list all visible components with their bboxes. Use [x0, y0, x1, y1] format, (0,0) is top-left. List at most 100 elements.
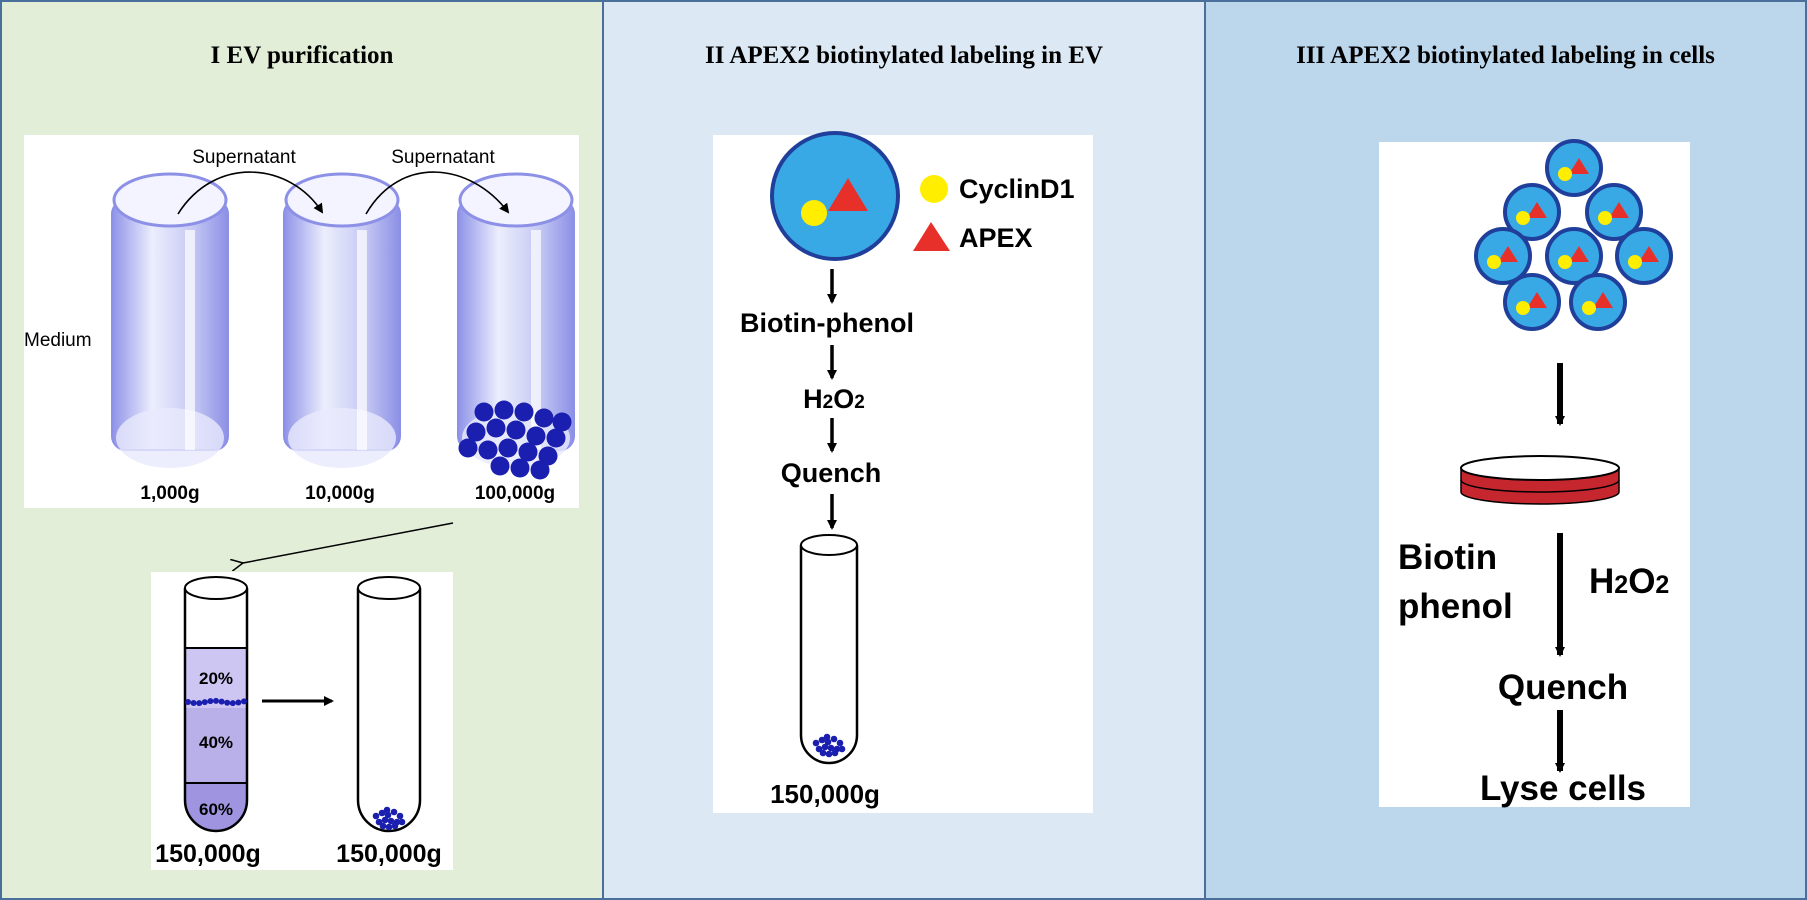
vesicle [494, 400, 514, 420]
cell [1615, 227, 1673, 285]
vesicle-band [185, 697, 247, 707]
vesicle [385, 823, 393, 831]
cell-cluster [1474, 139, 1673, 331]
vesicle [387, 817, 395, 825]
vesicle [506, 420, 526, 440]
gradient-spin-label-1: 150,000g [155, 840, 261, 868]
step-biotin-phenol: Biotin-phenol [740, 308, 914, 338]
cyclin-marker [1516, 211, 1530, 225]
apex-marker [1498, 246, 1518, 262]
cell [1569, 273, 1627, 331]
cell [1585, 183, 1643, 241]
vesicle [510, 458, 530, 478]
cyclin-legend-icon [920, 175, 948, 203]
vesicle [819, 749, 827, 757]
transfer-arrow-1 [177, 171, 324, 215]
layer-label-40: 40% [199, 733, 233, 752]
cyclin-marker [1582, 301, 1596, 315]
vesicle [534, 408, 554, 428]
cyclin-marker [1598, 211, 1612, 225]
ev-labeling-box [713, 135, 1093, 813]
vesicle [478, 440, 498, 460]
layer-label-60: 60% [199, 800, 233, 819]
vesicle [396, 812, 404, 820]
centrifuge-tube-1 [111, 172, 229, 468]
vesicle [530, 460, 550, 480]
vesicle [538, 446, 558, 466]
vesicle [458, 438, 478, 458]
transfer-arrow-2 [365, 171, 510, 215]
vesicle [466, 422, 486, 442]
spin-label-1: 1,000g [140, 483, 199, 504]
cyclin-marker [1628, 255, 1642, 269]
vesicle [379, 822, 387, 830]
vesicle [836, 739, 844, 747]
vesicle [827, 744, 835, 752]
cyclin-marker [1558, 255, 1572, 269]
culture-dish [1460, 455, 1620, 505]
vesicle [383, 806, 391, 814]
vesicle [398, 818, 406, 826]
vesicle [514, 402, 534, 422]
cell [1545, 139, 1603, 197]
vesicle [391, 822, 399, 830]
vesicle [823, 733, 831, 741]
vesicle [241, 698, 247, 705]
cell [1503, 273, 1561, 331]
vesicle [378, 809, 386, 817]
vesicle [498, 438, 518, 458]
vesicle [235, 699, 242, 706]
vesicle [821, 743, 829, 751]
vesicle-pellet [812, 733, 846, 758]
cell [1474, 227, 1532, 285]
step-lyse-cells: Lyse cells [1480, 769, 1646, 808]
medium-label: Medium [24, 330, 92, 351]
vesicle [552, 412, 572, 432]
apex-marker [1609, 202, 1629, 218]
apex-legend-icon [913, 222, 950, 251]
vesicle [486, 418, 506, 438]
legend-apex-label: APEX [959, 223, 1033, 253]
gradient-spin-label-2: 150,000g [336, 840, 442, 868]
step-quench: Quench [781, 458, 882, 488]
vesicle [196, 700, 203, 707]
vesicle [812, 739, 820, 747]
vesicle [190, 700, 197, 707]
ev-spin-label: 150,000g [770, 779, 880, 809]
vesicle [830, 735, 838, 743]
vesicle [518, 442, 538, 462]
vesicle [207, 698, 214, 705]
vesicle [838, 745, 846, 753]
supernatant-label-1: Supernatant [192, 147, 296, 168]
apex-marker [1527, 292, 1547, 308]
gradient-tube [183, 576, 249, 833]
vesicle [825, 750, 833, 758]
apex-marker [1569, 246, 1589, 262]
ev-vesicle [770, 131, 900, 261]
panel-title: III APEX2 biotinylated labeling in cells [1296, 42, 1715, 69]
supernatant-label-2: Supernatant [391, 147, 495, 168]
layer-label-20: 20% [199, 669, 233, 688]
cell [1545, 227, 1603, 285]
vesicle [526, 426, 546, 446]
pellet-tube [356, 576, 422, 833]
vesicle-pellet [372, 806, 406, 831]
vesicle [824, 738, 832, 746]
vesicle [375, 818, 383, 826]
spin-label-3: 100,000g [475, 483, 555, 504]
vesicle [815, 745, 823, 753]
vesicle [818, 736, 826, 744]
cyclin-marker [1516, 301, 1530, 315]
vesicle [384, 811, 392, 819]
vesicle [381, 816, 389, 824]
panel-title: II APEX2 biotinylated labeling in EV [705, 42, 1103, 69]
ev-pellet-tube [799, 534, 859, 765]
vesicle [224, 699, 231, 706]
vesicle [474, 402, 494, 422]
apex-marker [1639, 246, 1659, 262]
vesicle [390, 808, 398, 816]
spin-label-2: 10,000g [305, 483, 375, 504]
panel-title: I EV purification [210, 42, 394, 69]
vesicle [213, 697, 219, 704]
